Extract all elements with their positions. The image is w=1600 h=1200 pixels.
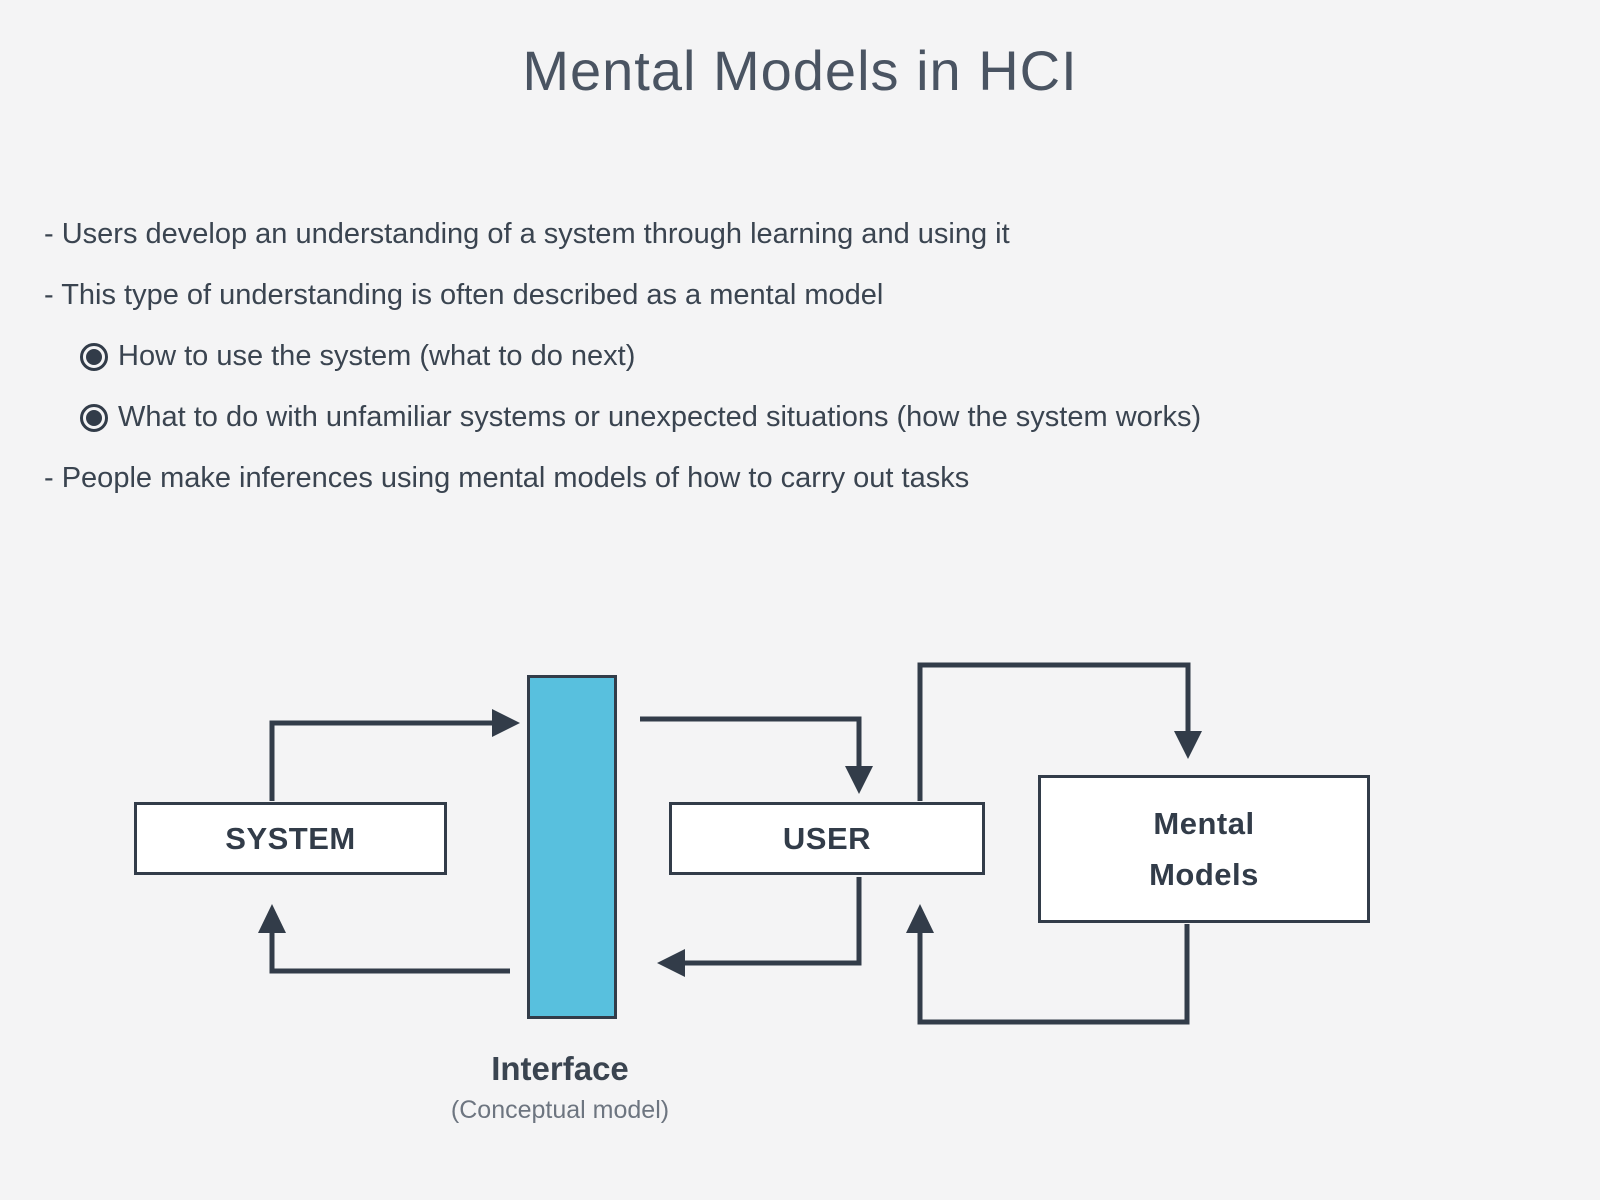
arrowhead-down-icon: [1174, 731, 1202, 759]
arrowhead-up-icon: [906, 904, 934, 933]
fisheye-bullet-dot: [86, 348, 102, 365]
user-box: USER: [669, 802, 985, 875]
mental-models-label-line2: Models: [1149, 857, 1259, 892]
arrowhead-right-icon: [492, 709, 520, 737]
interface-rect: [527, 675, 617, 1019]
bullet-item: - People make inferences using mental mo…: [44, 448, 1524, 509]
mental-models-label-line1: Mental: [1153, 806, 1255, 841]
system-box-label: SYSTEM: [225, 820, 356, 856]
bullet-list: - Users develop an understanding of a sy…: [44, 204, 1524, 509]
mental-models-box: Mental Models: [1038, 775, 1370, 923]
arrow-user-to-interface: [685, 877, 862, 966]
bullet-text: - People make inferences using mental mo…: [44, 462, 970, 494]
bullet-item: - Users develop an understanding of a sy…: [44, 204, 1524, 265]
sub-bullet-item: What to do with unfamiliar systems or un…: [44, 387, 1524, 448]
arrow-system-to-interface: [269, 720, 492, 801]
fisheye-bullet-dot: [86, 409, 102, 426]
bullet-text: How to use the system (what to do next): [118, 340, 636, 372]
bullet-item: - This type of understanding is often de…: [44, 265, 1524, 326]
arrow-interface-to-system: [269, 933, 510, 974]
arrowhead-down-icon: [845, 766, 873, 794]
bullet-text: - Users develop an understanding of a sy…: [44, 218, 1010, 250]
arrow-mental-models-to-user: [917, 924, 1190, 1025]
user-box-label: USER: [782, 820, 872, 856]
sub-bullet-item: How to use the system (what to do next): [44, 326, 1524, 387]
interface-sublabel: (Conceptual model): [450, 1096, 670, 1124]
arrowhead-left-icon: [657, 949, 685, 977]
arrowhead-up-icon: [258, 904, 286, 933]
bullet-text: - This type of understanding is often de…: [44, 279, 884, 311]
bullet-text: What to do with unfamiliar systems or un…: [118, 401, 1202, 433]
fisheye-bullet-icon: [80, 342, 108, 371]
system-box: SYSTEM: [134, 802, 447, 875]
interface-label: Interface: [491, 1050, 629, 1087]
arrow-interface-to-user: [640, 716, 862, 766]
fisheye-bullet-icon: [80, 403, 108, 432]
interface-caption: Interface (Conceptual model): [378, 1050, 742, 1125]
slide-title: Mental Models in HCI: [522, 39, 1078, 102]
